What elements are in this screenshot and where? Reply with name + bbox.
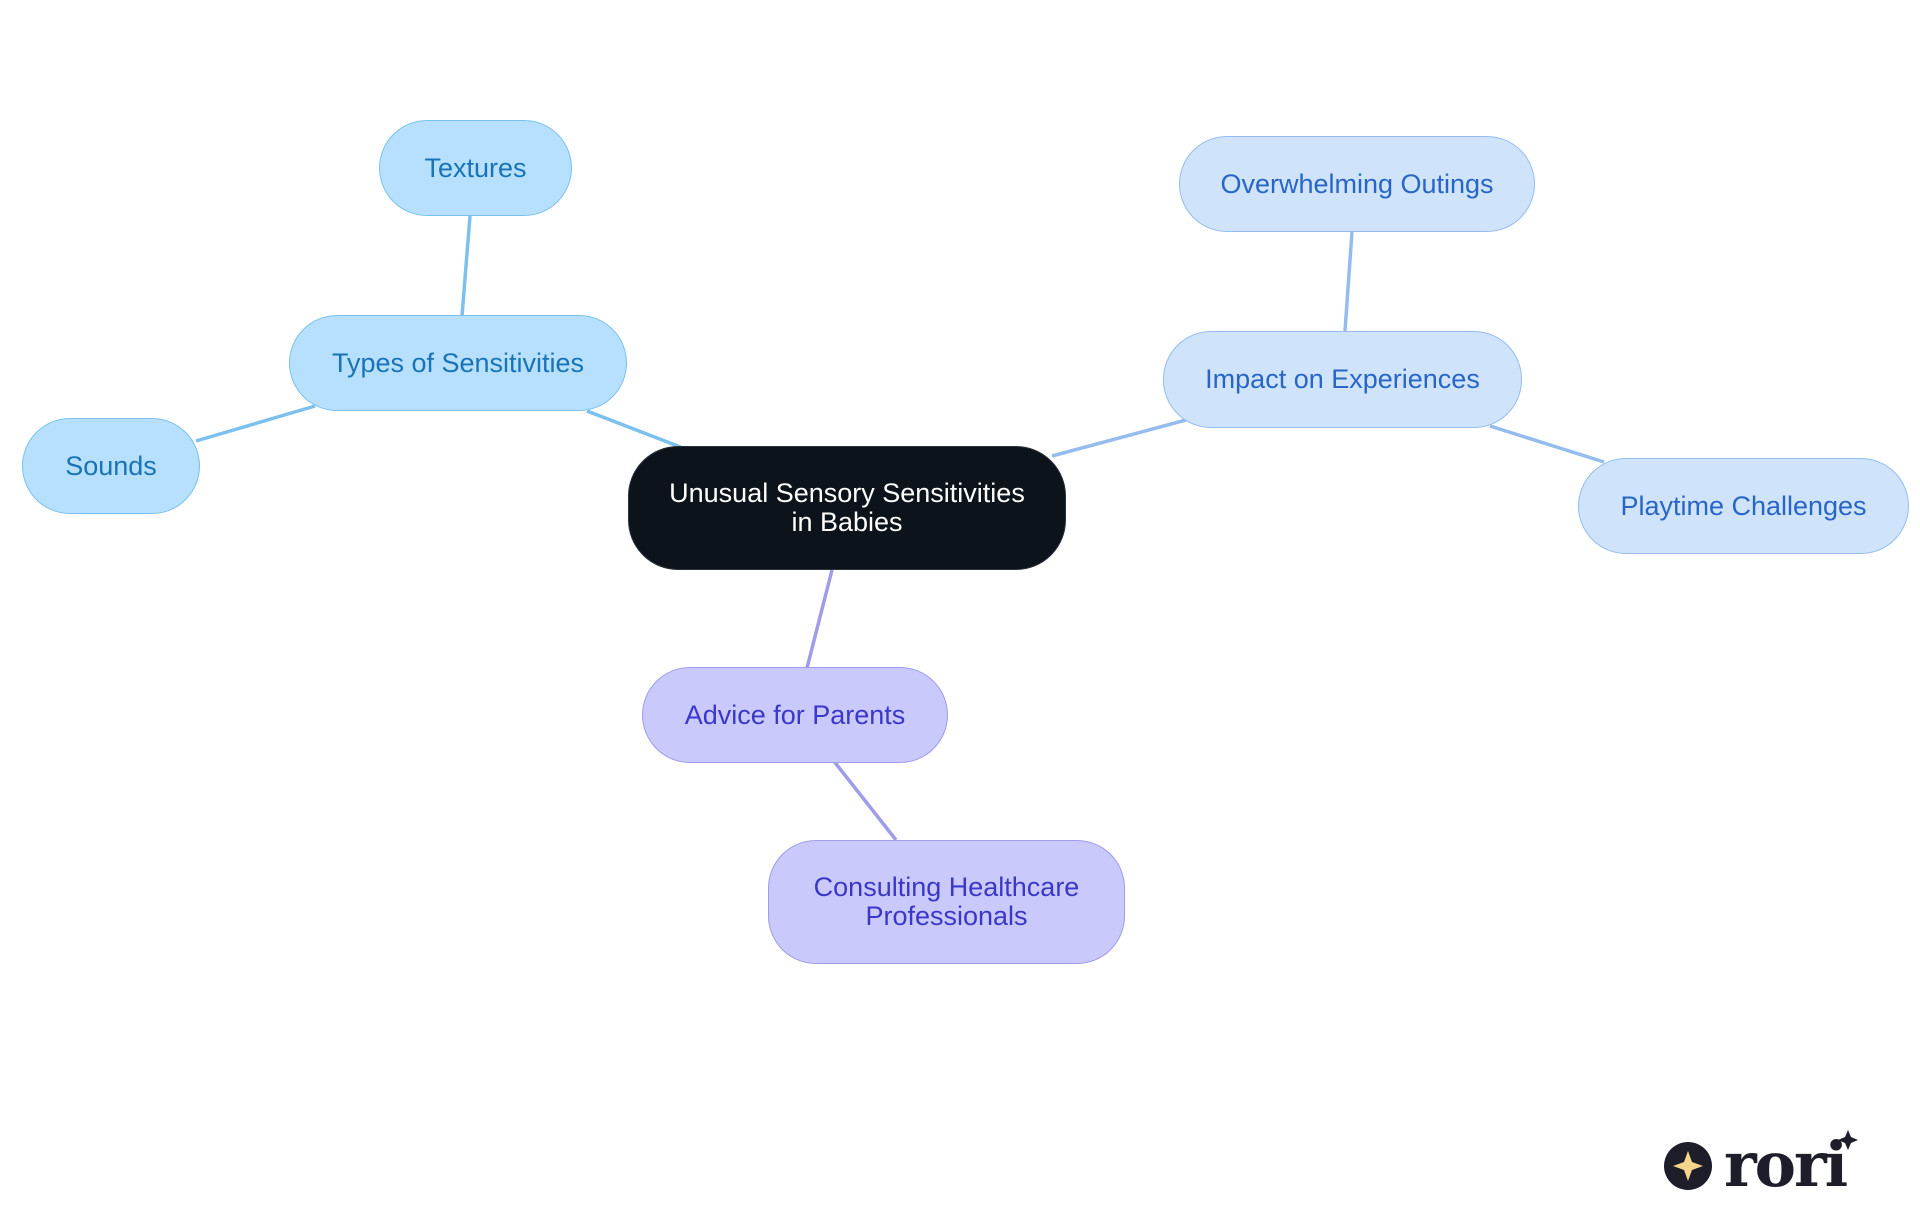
leaf-label: Consulting Healthcare Professionals [813, 872, 1080, 931]
branch-node-advice-for-parents[interactable]: Advice for Parents [642, 667, 948, 763]
edge-advice-consulting [831, 758, 898, 842]
branch-label: Advice for Parents [684, 699, 906, 730]
central-topic-node[interactable]: Unusual Sensory Sensitivities in Babies [628, 446, 1066, 570]
edge-center-advice [805, 569, 834, 669]
edge-center-types [586, 409, 684, 450]
branch-label: Types of Sensitivities [331, 347, 585, 378]
edge-center-impact [1051, 418, 1187, 458]
sparkle-icon: rori [1664, 1128, 1858, 1201]
leaf-node-overwhelming-outings[interactable]: Overwhelming Outings [1179, 136, 1535, 232]
leaf-label: Sounds [65, 450, 157, 481]
leaf-label: Textures [424, 152, 527, 183]
rori-logo: rori [1658, 1126, 1866, 1201]
logo-wordmark: rori [1724, 1128, 1848, 1194]
leaf-label: Playtime Challenges [1620, 490, 1867, 521]
branch-node-impact-on-experiences[interactable]: Impact on Experiences [1163, 331, 1522, 428]
leaf-node-textures[interactable]: Textures [379, 120, 572, 216]
edge-impact-outings [1343, 231, 1354, 332]
edge-types-textures [460, 215, 472, 317]
branch-node-types-of-sensitivities[interactable]: Types of Sensitivities [289, 315, 627, 411]
leaf-node-playtime-challenges[interactable]: Playtime Challenges [1578, 458, 1909, 554]
central-topic-label: Unusual Sensory Sensitivities in Babies [669, 478, 1025, 537]
edge-types-sounds [195, 404, 316, 443]
branch-label: Impact on Experiences [1205, 364, 1480, 394]
edge-impact-playtime [1489, 424, 1605, 464]
leaf-node-consulting-healthcare-professionals[interactable]: Consulting Healthcare Professionals [768, 840, 1125, 964]
leaf-label: Overwhelming Outings [1220, 168, 1494, 199]
leaf-node-sounds[interactable]: Sounds [22, 418, 200, 514]
